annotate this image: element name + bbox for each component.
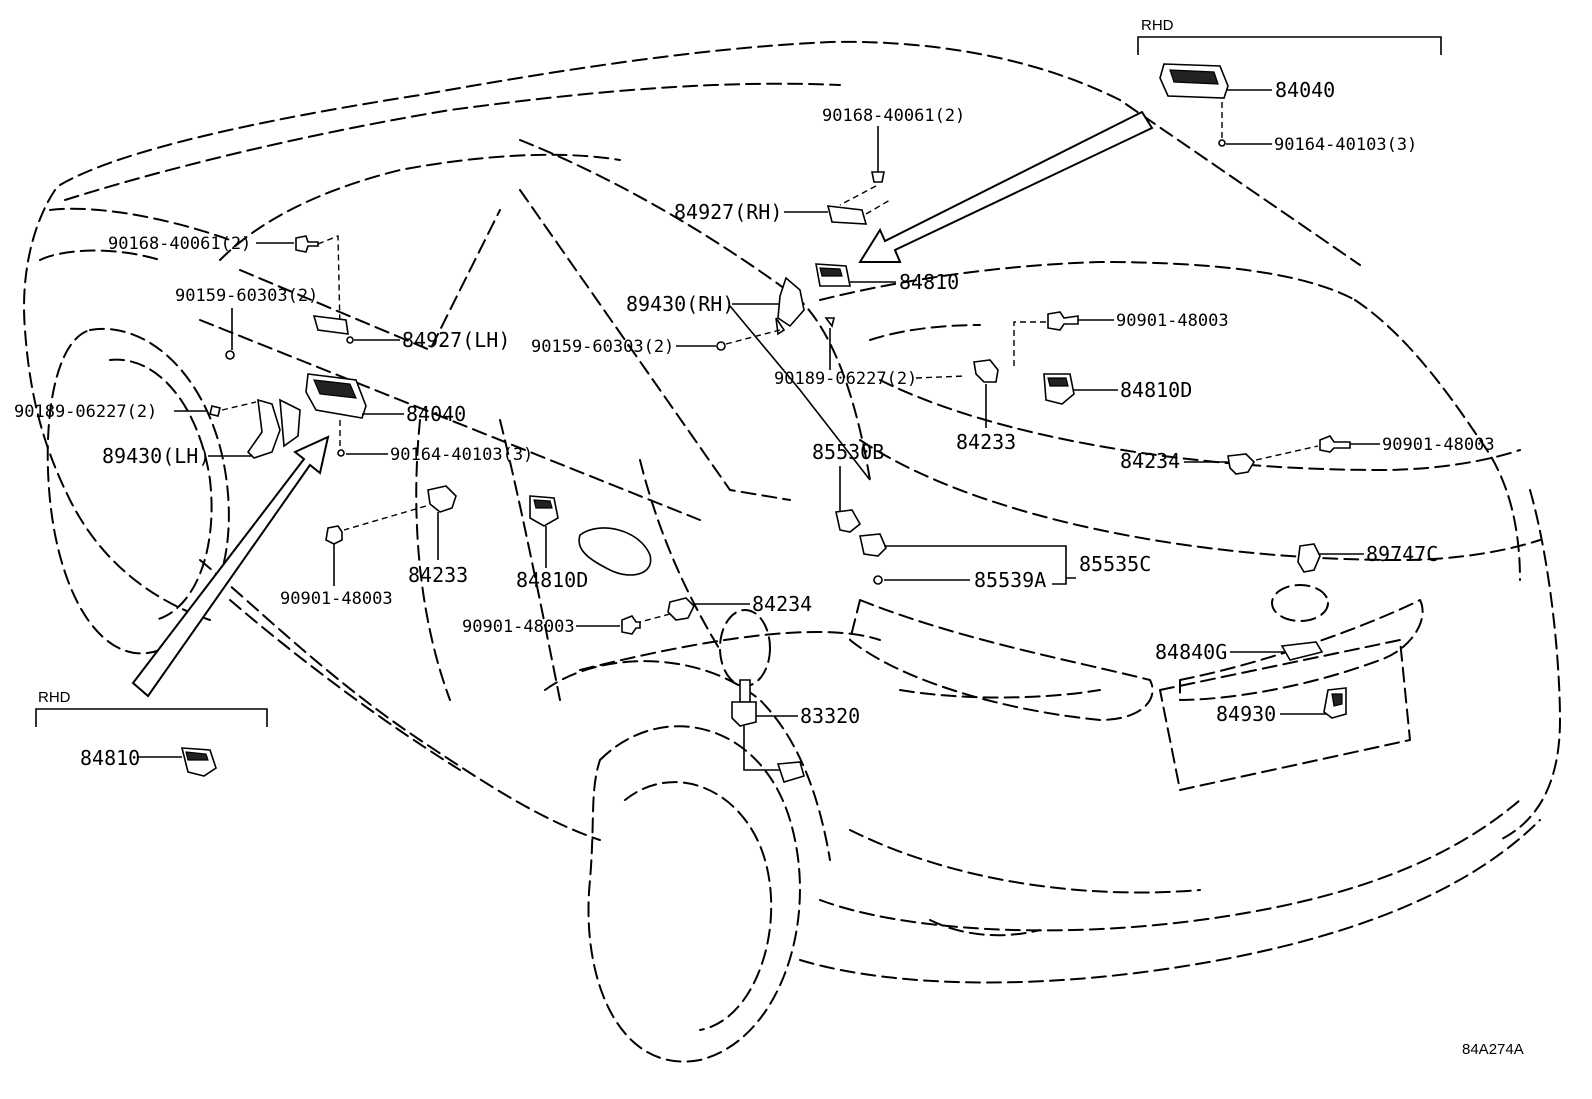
label-90159-center: 90159-60303(2) xyxy=(531,337,674,357)
label-84234-center: 84234 xyxy=(752,592,812,616)
label-90168-top: 90168-40061(2) xyxy=(822,106,965,126)
label-90168-left: 90168-40061(2) xyxy=(108,234,251,254)
arrow-left-view xyxy=(131,435,330,698)
label-85535c: 85535C xyxy=(1079,552,1151,576)
label-90901-center: 90901-48003 xyxy=(462,617,575,637)
label-89430-lh: 89430(LH) xyxy=(102,444,210,468)
part-90901-left: 90901-48003 xyxy=(280,525,393,609)
rhd-label-top: RHD xyxy=(1141,17,1174,34)
label-89747c: 89747C xyxy=(1366,542,1438,566)
label-90901-right-mid: 90901-48003 xyxy=(1382,435,1495,455)
rhd-label-bottom: RHD xyxy=(38,689,71,706)
part-90168-left: 90168-40061(2) xyxy=(108,234,341,331)
part-84040-left: 84040 xyxy=(305,373,466,426)
label-84810-center: 84810 xyxy=(899,270,959,294)
part-84927-lh: 84927(LH) xyxy=(312,315,510,352)
label-90159-left: 90159-60303(2) xyxy=(175,286,318,306)
label-85530b: 85530B xyxy=(812,440,884,464)
part-90164-left: 90164-40103(3) xyxy=(337,420,533,465)
part-84233-center: 84233 xyxy=(343,485,468,587)
part-90168-top: 90168-40061(2) xyxy=(822,106,965,206)
part-84234-center: 84234 xyxy=(639,592,812,623)
part-90901-center: 90901-48003 xyxy=(462,615,641,637)
label-84927-rh: 84927(RH) xyxy=(674,200,782,224)
label-84810d-right: 84810D xyxy=(1120,378,1192,402)
part-90159-center: 90159-60303(2) xyxy=(531,329,781,357)
label-90901-left: 90901-48003 xyxy=(280,589,393,609)
part-84927-rh: 84927(RH) xyxy=(674,199,891,225)
label-84040-left: 84040 xyxy=(406,402,466,426)
part-84040-top: 84040 xyxy=(1159,63,1335,102)
part-85539a: 85539A xyxy=(873,568,1067,592)
arrow-right-view xyxy=(858,110,1154,263)
label-84040-top: 84040 xyxy=(1275,78,1335,102)
label-84930: 84930 xyxy=(1216,702,1276,726)
part-84810d-center: 84810D xyxy=(516,495,588,592)
label-85539a: 85539A xyxy=(974,568,1046,592)
rhd-bracket-top: RHD xyxy=(1137,17,1442,55)
part-84930: 84930 xyxy=(1216,687,1347,726)
part-84840g: 84840G xyxy=(1155,640,1324,664)
label-90189-left: 90189-06227(2) xyxy=(14,402,157,422)
part-90189-center: 90189-06227(2) xyxy=(774,317,966,389)
part-84810-center: 84810 xyxy=(815,263,959,294)
label-84810-bottom: 84810 xyxy=(80,746,140,770)
label-84927-lh: 84927(LH) xyxy=(402,328,510,352)
part-90901-right-top: 90901-48003 xyxy=(1013,311,1229,368)
label-83320: 83320 xyxy=(800,704,860,728)
part-89747c: 89747C xyxy=(1297,542,1438,573)
part-85535c: 85535C xyxy=(859,533,1151,579)
label-84233-center: 84233 xyxy=(408,563,468,587)
part-89430-lh: 89430(LH) xyxy=(102,398,301,468)
label-84810d-center: 84810D xyxy=(516,568,588,592)
car-body-outline xyxy=(23,40,1561,1063)
label-84840g: 84840G xyxy=(1155,640,1227,664)
part-90159-left: 90159-60303(2) xyxy=(175,286,318,360)
label-90164-top: 90164-40103(3) xyxy=(1274,135,1417,155)
part-89430-rh: 89430(RH) xyxy=(626,276,871,481)
label-90189-center: 90189-06227(2) xyxy=(774,369,917,389)
part-85530b: 85530B xyxy=(812,440,884,533)
part-90901-right-mid: 90901-48003 xyxy=(1319,435,1495,455)
label-84233-right: 84233 xyxy=(956,430,1016,454)
part-90189-left: 90189-06227(2) xyxy=(14,401,257,422)
label-84234-right: 84234 xyxy=(1120,449,1180,473)
part-84234-right: 84234 xyxy=(1120,445,1319,475)
label-89430-rh: 89430(RH) xyxy=(626,292,734,316)
part-84233-right: 84233 xyxy=(956,359,1016,454)
label-90901-right-top: 90901-48003 xyxy=(1116,311,1229,331)
part-90164-top: 90164-40103(3) xyxy=(1218,102,1417,155)
figure-code: 84A274A xyxy=(1462,1041,1524,1058)
label-90164-left: 90164-40103(3) xyxy=(390,445,533,465)
part-83320: 83320 xyxy=(731,679,860,783)
part-84810-bottom: 84810 xyxy=(80,746,217,777)
rhd-bracket-bottom: RHD xyxy=(35,689,268,727)
part-84810d-right: 84810D xyxy=(1043,373,1192,405)
